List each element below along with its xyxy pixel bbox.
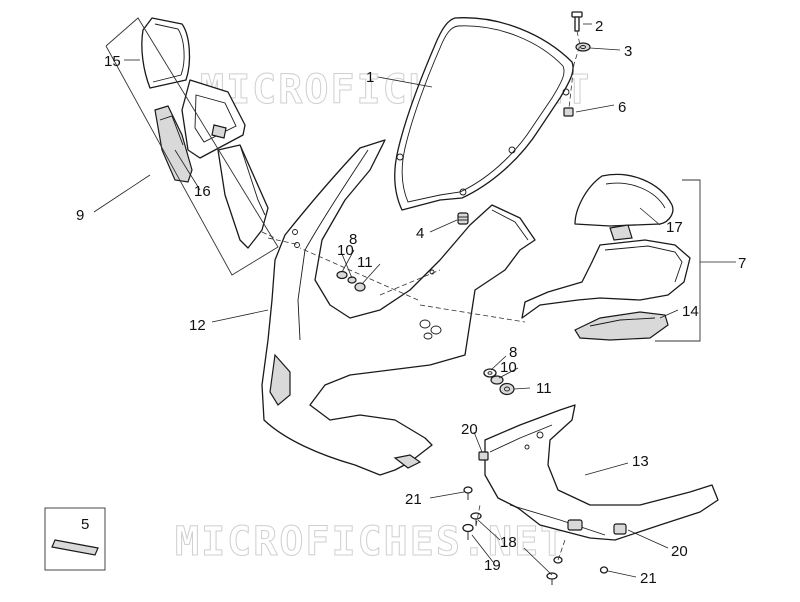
callout-9: 9 — [76, 207, 84, 224]
left-mirror-frame — [105, 17, 279, 276]
callout-14: 14 — [682, 303, 699, 320]
screw-part — [571, 11, 583, 32]
callout-21-upper: 21 — [405, 491, 422, 508]
nut-part — [563, 107, 574, 117]
belly-pan-part — [484, 404, 719, 541]
callout-17: 17 — [666, 219, 683, 236]
callout-15: 15 — [104, 53, 121, 70]
screw-19 — [462, 523, 474, 540]
windscreen-part — [394, 17, 574, 211]
callout-19: 19 — [484, 557, 501, 574]
mirror-housing-part — [181, 79, 246, 159]
callout-11-lower: 11 — [536, 380, 552, 397]
mirror-stalk-part — [217, 144, 269, 249]
callout-20-upper: 20 — [461, 421, 478, 438]
callout-2: 2 — [595, 18, 603, 35]
callout-12: 12 — [189, 317, 206, 334]
washer-part — [575, 42, 591, 52]
screw-21-lower — [599, 566, 609, 574]
clip-20-upper — [478, 451, 489, 461]
washer-8-upper — [336, 270, 348, 280]
callout-10-lower: 10 — [500, 359, 517, 376]
washer-10-lower — [490, 375, 504, 385]
callout-10-upper: 10 — [337, 242, 354, 259]
callout-1: 1 — [366, 69, 374, 86]
callout-8-upper: 8 — [349, 231, 357, 248]
callout-3: 3 — [624, 43, 632, 60]
callout-20-lower: 20 — [671, 543, 688, 560]
callout-18: 18 — [500, 534, 517, 551]
screw-21-upper — [463, 486, 473, 500]
washer-8-lower — [483, 368, 497, 378]
sticker-part — [44, 507, 106, 571]
right-mirror-housing-part — [521, 224, 691, 319]
watermark-bottom: MICROFICHES.NET — [175, 519, 566, 565]
callout-6: 6 — [618, 99, 626, 116]
leader-lines — [93, 23, 736, 578]
callout-21-lower: 21 — [640, 570, 657, 587]
callout-13: 13 — [632, 453, 649, 470]
callout-7: 7 — [738, 255, 746, 272]
right-mirror-glass-part — [574, 173, 674, 227]
callout-4: 4 — [416, 225, 424, 242]
mirror-glass-part — [141, 17, 191, 89]
callouts: 1 2 3 4 5 6 7 8 8 9 10 10 11 11 12 13 14… — [76, 18, 746, 587]
nut-11-upper — [354, 282, 366, 292]
nut-11-lower — [499, 382, 515, 396]
callout-16: 16 — [194, 183, 211, 200]
callout-5: 5 — [81, 516, 89, 533]
callout-11-upper: 11 — [357, 254, 373, 271]
callout-8-lower: 8 — [509, 344, 517, 361]
right-mirror-frame — [655, 179, 701, 342]
right-indicator-part — [574, 311, 669, 341]
clip-part — [457, 212, 469, 225]
